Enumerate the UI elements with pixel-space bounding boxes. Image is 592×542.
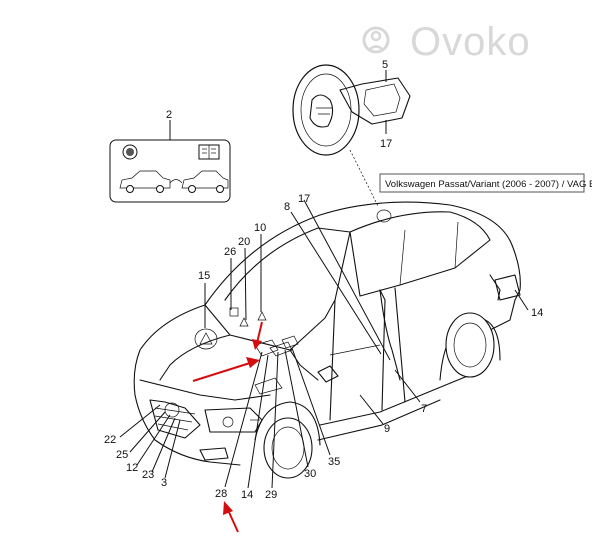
callout-7: 7 xyxy=(421,403,427,415)
warning-triangle-icon xyxy=(194,328,218,350)
ovoko-watermark: Ovoko xyxy=(362,20,531,64)
manual-book-icon xyxy=(198,144,220,160)
callout-28: 28 xyxy=(215,488,227,500)
ovoko-logo-icon xyxy=(362,26,390,54)
leader-lines xyxy=(119,199,529,489)
car-silhouette-icon xyxy=(119,170,171,193)
callout-14b: 14 xyxy=(241,489,253,501)
fuel-flap-detail: 5 17 xyxy=(292,59,411,207)
callout-26: 26 xyxy=(224,246,236,258)
callout-29: 29 xyxy=(265,489,277,501)
red-arrow-bottom xyxy=(223,501,239,533)
callout-30: 30 xyxy=(304,468,316,480)
callout-8: 8 xyxy=(284,201,290,213)
caption-text: Volkswagen Passat/Variant (2006 - 2007) … xyxy=(385,179,592,190)
callout-17a: 17 xyxy=(380,138,392,150)
callout-20: 20 xyxy=(238,236,250,248)
callout-10: 10 xyxy=(254,222,266,234)
callout-12: 12 xyxy=(126,462,138,474)
callout-17b: 17 xyxy=(298,193,310,205)
callout-23: 23 xyxy=(142,469,154,481)
car-outline xyxy=(133,201,521,479)
watermark-text: Ovoko xyxy=(410,20,531,64)
accessories-box: 2 xyxy=(109,109,231,203)
towed-car-icon xyxy=(181,170,229,193)
callout-14a: 14 xyxy=(531,307,543,319)
caption-box: Volkswagen Passat/Variant (2006 - 2007) … xyxy=(379,173,592,193)
callout-3: 3 xyxy=(161,477,167,489)
callout-2: 2 xyxy=(166,109,172,121)
callout-25: 25 xyxy=(116,449,128,461)
callout-35: 35 xyxy=(328,456,340,468)
callout-22: 22 xyxy=(104,434,116,446)
callout-labels: 17 8 10 20 26 15 14 22 25 12 23 3 28 14 … xyxy=(104,193,543,501)
vw-logo-icon xyxy=(122,144,138,160)
highlight-arrows xyxy=(192,321,263,533)
callout-15: 15 xyxy=(198,270,210,282)
red-arrow-left xyxy=(192,357,260,382)
tow-rope xyxy=(169,179,183,184)
red-arrow-top xyxy=(252,321,263,350)
windshield-stickers xyxy=(229,307,299,357)
callout-5: 5 xyxy=(382,59,388,71)
callout-9: 9 xyxy=(384,423,390,435)
